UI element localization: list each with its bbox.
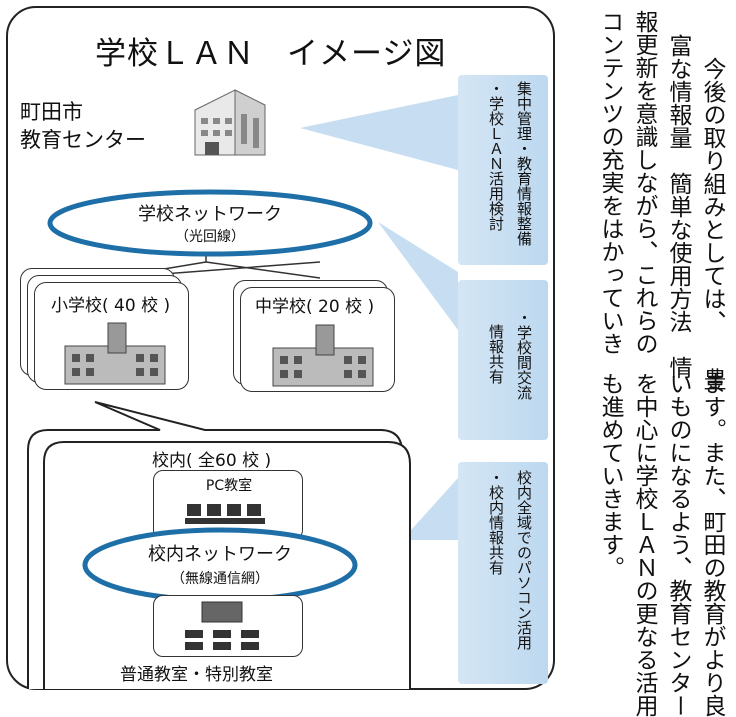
text-column-6: いものになるよう、教育センター bbox=[665, 372, 691, 717]
text-column-5: ます。また、町田の教育がより良 bbox=[699, 372, 725, 717]
junior-high-label: 中学校( 20 校 ) bbox=[255, 297, 375, 317]
campus-label: 校内( 全60 校 ) bbox=[152, 451, 272, 471]
school-network-ellipse bbox=[47, 189, 373, 257]
text-column-8: も進めていきます。 bbox=[597, 372, 623, 579]
callout-schools: ・学校間交流 情報共有 bbox=[458, 280, 548, 440]
education-center-building-icon bbox=[194, 89, 266, 156]
text-column-7: を中心に学校ＬＡＮの更なる活用 bbox=[631, 372, 657, 717]
callout-campus-line-1: 校内全域でのパソコン活用 bbox=[515, 470, 533, 650]
callout-campus: 校内全域でのパソコン活用 ・校内情報共有 bbox=[458, 462, 548, 684]
callout-schools-line-2: 情報共有 bbox=[487, 324, 505, 384]
callout-center: 集中管理・教育情報整備 ・学校ＬＡＮ活用検討 bbox=[458, 75, 548, 265]
computers-icon bbox=[185, 504, 265, 524]
text-column-3: 報更新を意識しながら、これらの bbox=[631, 10, 657, 355]
text-column-2: 富な情報量 簡単な使用方法 情 bbox=[665, 34, 691, 379]
elementary-label: 小学校( 40 校 ) bbox=[51, 296, 171, 316]
school-network-label: 学校ネットワーク bbox=[138, 204, 282, 225]
diagram-title: 学校ＬＡＮ イメージ図 bbox=[95, 36, 447, 72]
callout-campus-line-2: ・校内情報共有 bbox=[487, 470, 505, 575]
callout-center-line-1: 集中管理・教育情報整備 bbox=[515, 81, 533, 246]
school-building-icon bbox=[272, 324, 374, 387]
text-column-4: コンテンツの充実をはかっていき bbox=[597, 10, 623, 355]
school-network-sub: （光回線） bbox=[175, 229, 245, 245]
pc-room-label: PC教室 bbox=[205, 478, 253, 494]
school-building-icon bbox=[64, 322, 166, 385]
callout-schools-line-1: ・学校間交流 bbox=[515, 310, 533, 400]
campus-network-sub: （無線通信網） bbox=[171, 571, 269, 587]
callout-center-line-2: ・学校ＬＡＮ活用検討 bbox=[487, 81, 505, 231]
classroom-icon bbox=[185, 601, 259, 650]
text-column-1: 今後の取り組みとしては、 豊 bbox=[699, 34, 725, 391]
campus-network-label: 校内ネットワーク bbox=[148, 544, 292, 565]
classrooms-label: 普通教室・特別教室 bbox=[120, 665, 273, 685]
education-center-label: 町田市 教育センター bbox=[20, 100, 146, 152]
